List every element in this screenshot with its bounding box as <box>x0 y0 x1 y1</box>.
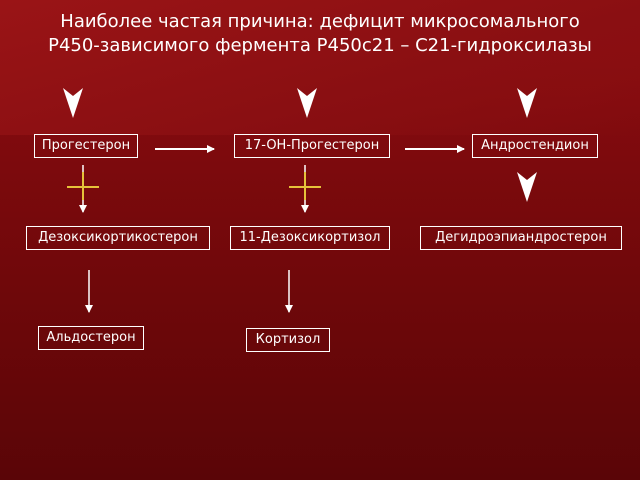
title-line-1: Наиболее частая причина: дефицит микросо… <box>60 11 580 32</box>
node-androstenedione: Андростендион <box>472 134 598 158</box>
node-progesterone: Прогестерон <box>34 134 138 158</box>
title-line-2: Р450-зависимого фермента Р450с21 – С21-г… <box>48 35 592 56</box>
blocked-step-icon <box>67 172 99 200</box>
blocked-step-icon <box>289 172 321 200</box>
node-17-oh-progesterone: 17-OH-Прогестерон <box>234 134 390 158</box>
node-dhea: Дегидроэпиандростерон <box>420 226 622 250</box>
node-deoxycorticosterone: Дезоксикортикостерон <box>26 226 210 250</box>
chevron-down-icon <box>63 88 83 118</box>
background-highlight <box>0 0 640 135</box>
node-aldosterone: Альдостерон <box>38 326 144 350</box>
slide-title: Наиболее частая причина: дефицит микросо… <box>20 10 620 58</box>
node-11-deoxycortisol: 11-Дезоксикортизол <box>230 226 390 250</box>
node-cortisol: Кортизол <box>246 328 330 352</box>
chevron-down-icon <box>517 88 537 118</box>
chevron-down-icon <box>297 88 317 118</box>
chevron-down-icon <box>517 172 537 202</box>
